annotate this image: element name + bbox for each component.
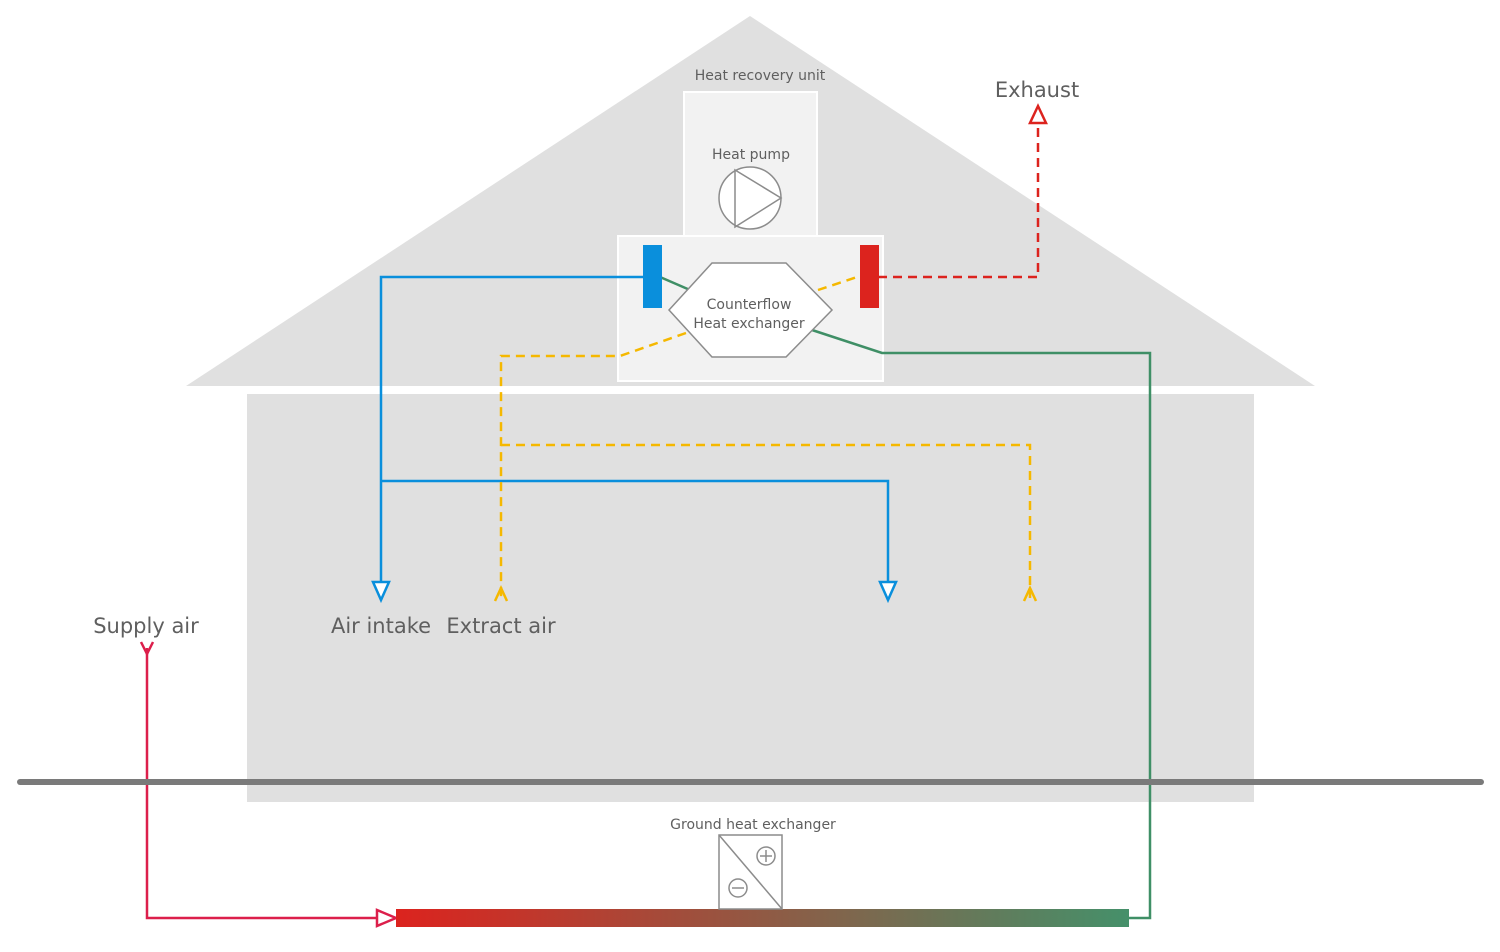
heat-recovery-unit-label: Heat recovery unit	[695, 68, 826, 84]
heat-pump-label: Heat pump	[712, 147, 790, 163]
ground-heat-exchanger-label: Ground heat exchanger	[670, 817, 836, 833]
extract-air-branch-arrow-icon	[1022, 585, 1038, 602]
ground-heat-exchanger-icon[interactable]	[718, 834, 783, 910]
supply-air-inlet-arrow-icon	[375, 908, 400, 928]
supply-air-flow	[139, 641, 400, 928]
air-intake-label: Air intake	[331, 614, 431, 638]
extract-air-to-exhaust-duct	[817, 274, 861, 292]
exchanger-label-line1: Counterflow	[707, 297, 792, 313]
exhaust-label: Exhaust	[995, 78, 1079, 102]
air-intake-flow	[371, 275, 898, 604]
supply-air-label: Supply air	[93, 614, 199, 638]
exhaust-flow	[878, 103, 1048, 279]
house-body	[247, 394, 1254, 802]
supply-air-pipe	[145, 648, 378, 920]
plus-icon	[756, 846, 776, 866]
exhaust-duct	[878, 124, 1040, 279]
exhaust-arrow-icon	[1028, 103, 1048, 125]
intake-to-exchanger-link	[659, 275, 691, 292]
ground-loop-return-flow	[659, 275, 1152, 920]
air-intake-arrow-icon	[371, 580, 391, 604]
supply-air-arrow-icon	[139, 641, 155, 657]
exchanger-label-line2: Heat exchanger	[693, 316, 805, 332]
extract-air-label: Extract air	[446, 614, 556, 638]
heat-pump-icon[interactable]	[718, 166, 783, 230]
extract-air-duct-main	[499, 331, 687, 598]
air-intake-duct-branch	[381, 479, 890, 583]
extract-air-arrow-icon	[493, 585, 509, 602]
counterflow-heat-exchanger[interactable]	[667, 262, 834, 358]
extract-air-flow	[493, 274, 1038, 602]
extract-air-duct-branch	[501, 443, 1032, 598]
air-intake-damper[interactable]	[643, 245, 662, 308]
minus-icon	[728, 878, 748, 898]
ground-heat-exchanger-pipe[interactable]	[396, 909, 1129, 927]
ground-loop-return-pipe	[811, 328, 1152, 920]
air-intake-branch-arrow-icon	[878, 580, 898, 604]
exhaust-damper[interactable]	[860, 245, 879, 308]
